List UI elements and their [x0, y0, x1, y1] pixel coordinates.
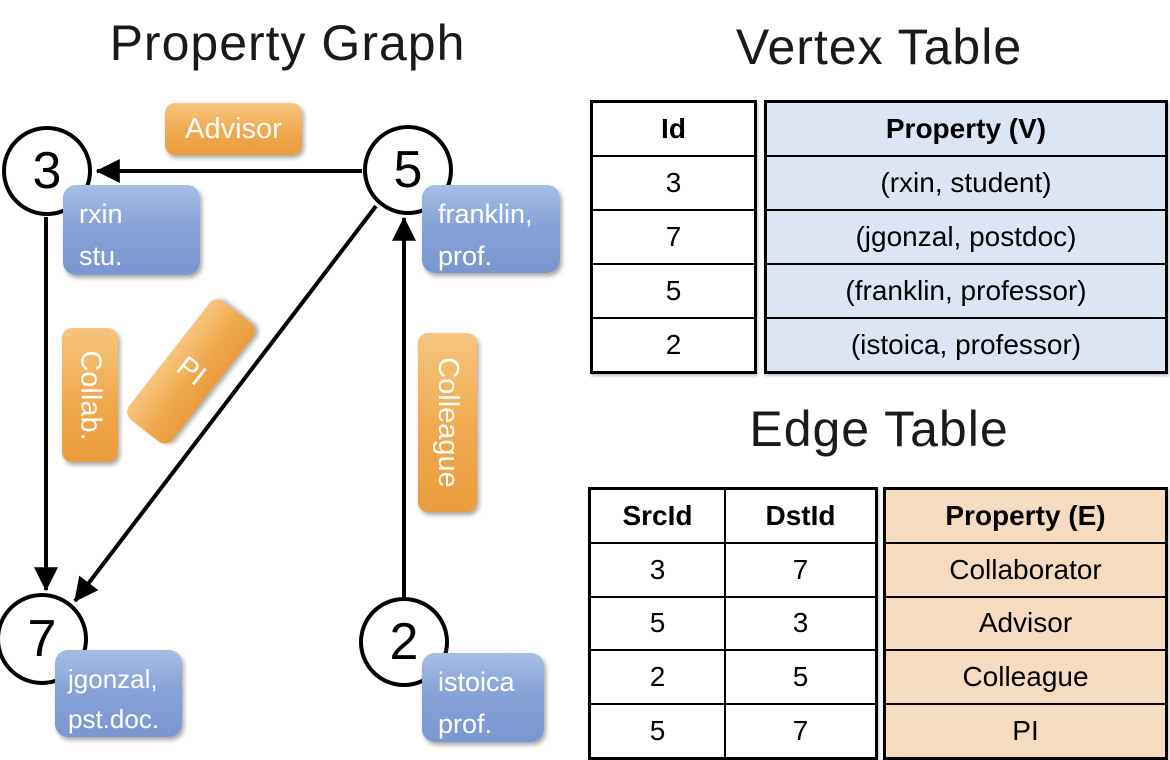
vertex-property-cell: (istoica, professor)	[767, 317, 1165, 371]
edge-srcid-cell: 5	[591, 703, 724, 757]
vertex-id: 7	[27, 610, 57, 668]
edge-srcid-cell: 3	[591, 541, 724, 596]
vertex-id-cell: 2	[593, 317, 754, 371]
edge-table-header-srcid: SrcId	[622, 499, 693, 531]
edge-property-cell: Advisor	[886, 595, 1165, 650]
vertex-property-line: istoica	[438, 667, 515, 697]
vertex-property-line: franklin,	[438, 199, 533, 229]
vertex-property-line: prof.	[438, 708, 493, 739]
edge-dstid-cell: 5	[726, 649, 875, 703]
vertex-property-box-2: istoica prof.	[422, 653, 544, 742]
graph-edges-layer	[34, 159, 416, 603]
edge-table-dstid-column: DstId 7 3 5 7	[724, 490, 875, 757]
edge-property-cell: Colleague	[886, 649, 1165, 704]
edge-table-property-column: Property (E) Collaborator Advisor Collea…	[883, 487, 1168, 760]
edge-table-title: Edge Table	[749, 401, 1009, 457]
edge-dstid-cell: 3	[726, 595, 875, 650]
vertex-property-line: prof.	[438, 240, 493, 271]
vertex-property-box-5: franklin, prof.	[422, 185, 560, 273]
edge-label-advisor: Advisor	[165, 103, 302, 155]
vertex-node-2: 2	[359, 597, 449, 687]
property-graph-title: Property Graph	[109, 15, 466, 71]
edge-dstid-cell: 7	[726, 703, 875, 757]
edge-label-colleague: Colleague	[418, 333, 477, 512]
vertex-property-line: rxin	[79, 199, 123, 229]
edge-property-cell: PI	[886, 703, 1165, 757]
edge-srcid-cell: 2	[591, 649, 724, 703]
edge-label-collab: Collab.	[62, 328, 118, 462]
vertex-table-header-id: Id	[661, 113, 686, 144]
vertex-id: 5	[393, 141, 423, 199]
edge-table-header-dstid: DstId	[765, 499, 836, 531]
vertex-table-title: Vertex Table	[735, 19, 1023, 75]
vertex-property-line: stu.	[79, 240, 123, 271]
vertex-property-cell: (jgonzal, postdoc)	[767, 209, 1165, 263]
vertex-node-5: 5	[363, 125, 453, 215]
vertex-property-cell: (rxin, student)	[767, 155, 1165, 209]
edge-dstid-cell: 7	[726, 541, 875, 596]
vertex-property-box-3: rxin stu.	[63, 185, 200, 275]
vertex-id-cell: 3	[593, 155, 754, 209]
vertex-table-id-column: Id 3 7 5 2	[590, 100, 757, 374]
edge-pi-5-to-7	[73, 204, 378, 603]
vertex-id-cell: 5	[593, 263, 754, 317]
vertex-id: 3	[32, 142, 62, 200]
edge-table-id-columns: SrcId 3 5 2 5 DstId 7 3 5 7	[588, 487, 878, 760]
edge-srcid-cell: 5	[591, 595, 724, 650]
vertex-id: 2	[389, 613, 419, 671]
vertex-property-line: pst.doc.	[68, 704, 160, 735]
edge-table-header-property: Property (E)	[886, 490, 1165, 542]
edge-table-srcid-column: SrcId 3 5 2 5	[591, 490, 724, 757]
vertex-table-header-property: Property (V)	[767, 103, 1165, 155]
vertex-property-line: jgonzal,	[68, 664, 158, 694]
vertex-id-cell: 7	[593, 209, 754, 263]
vertex-table-property-column: Property (V) (rxin, student) (jgonzal, p…	[764, 100, 1168, 374]
vertex-property-cell: (franklin, professor)	[767, 263, 1165, 317]
vertex-property-box-7: jgonzal, pst.doc.	[55, 650, 182, 737]
edge-property-cell: Collaborator	[886, 541, 1165, 596]
